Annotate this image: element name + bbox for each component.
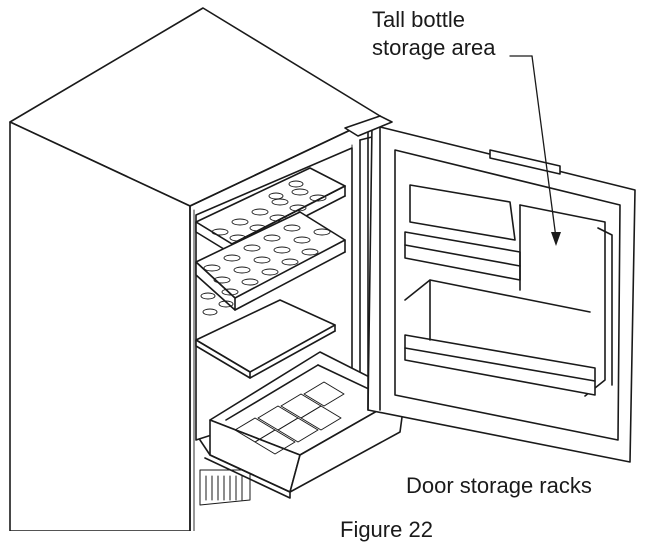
- drawer-tray-ribs: [234, 381, 345, 455]
- figure-caption: Figure 22: [340, 517, 433, 542]
- fridge-diagram: Tall bottle storage area Door storage ra…: [9, 6, 636, 542]
- tall-bottle-label: Tall bottle storage area: [372, 6, 496, 62]
- upper-shelf: [195, 167, 346, 255]
- tall-bottle-label-line1: Tall bottle: [372, 7, 465, 32]
- door: [344, 115, 636, 463]
- door-rack-lower: [404, 279, 596, 396]
- door-racks-label: Door storage racks: [406, 473, 592, 498]
- cabinet: [9, 7, 381, 532]
- fridge-illustration: [9, 7, 636, 532]
- middle-shelf: [195, 211, 346, 316]
- leader-lines: [509, 55, 561, 246]
- door-rack-upper: [404, 184, 521, 281]
- door-handle: [489, 149, 561, 175]
- bottom-vent: [199, 469, 251, 506]
- tall-bottle-label-line2: storage area: [372, 35, 496, 60]
- door-inner-gasket: [394, 149, 621, 441]
- glass-shelf: [195, 299, 336, 379]
- crisper-drawer: [199, 351, 406, 499]
